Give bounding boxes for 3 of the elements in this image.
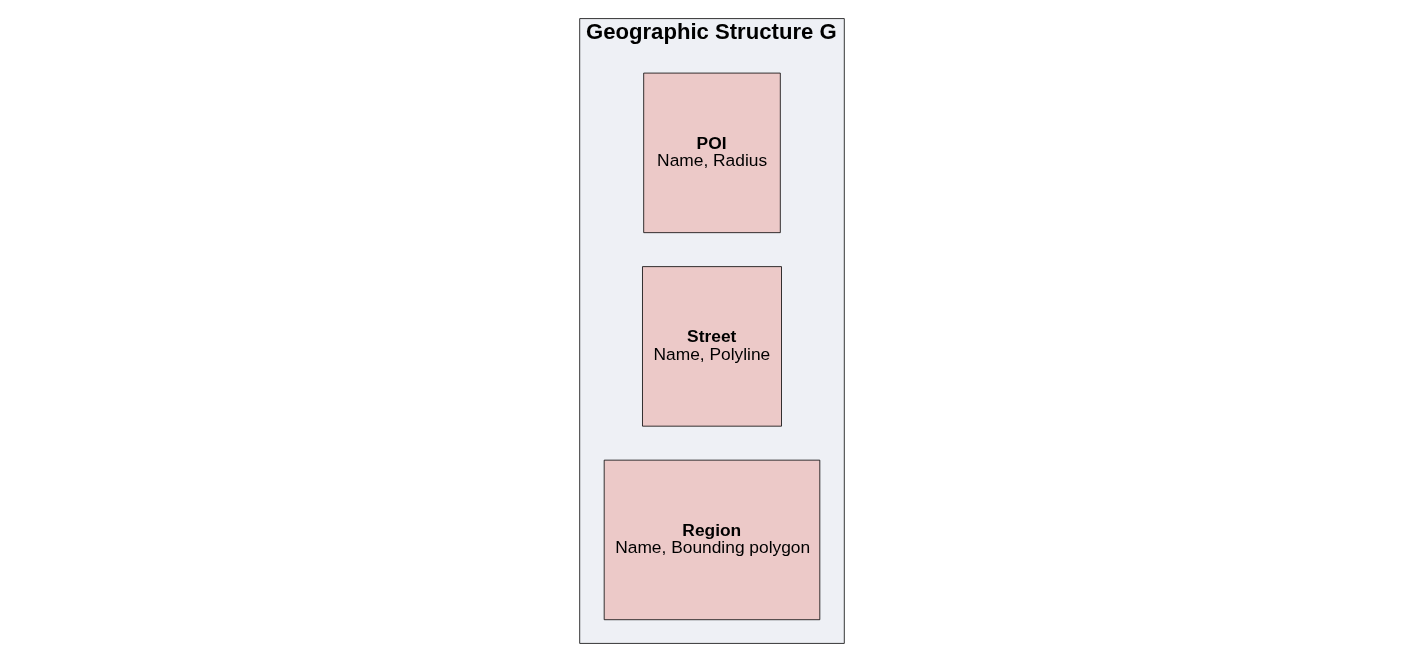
node-box: Region Name, Bounding polygon bbox=[603, 459, 820, 621]
node-box: POI Name, Radius bbox=[642, 72, 781, 234]
node-box: Street Name, Polyline bbox=[641, 266, 782, 427]
